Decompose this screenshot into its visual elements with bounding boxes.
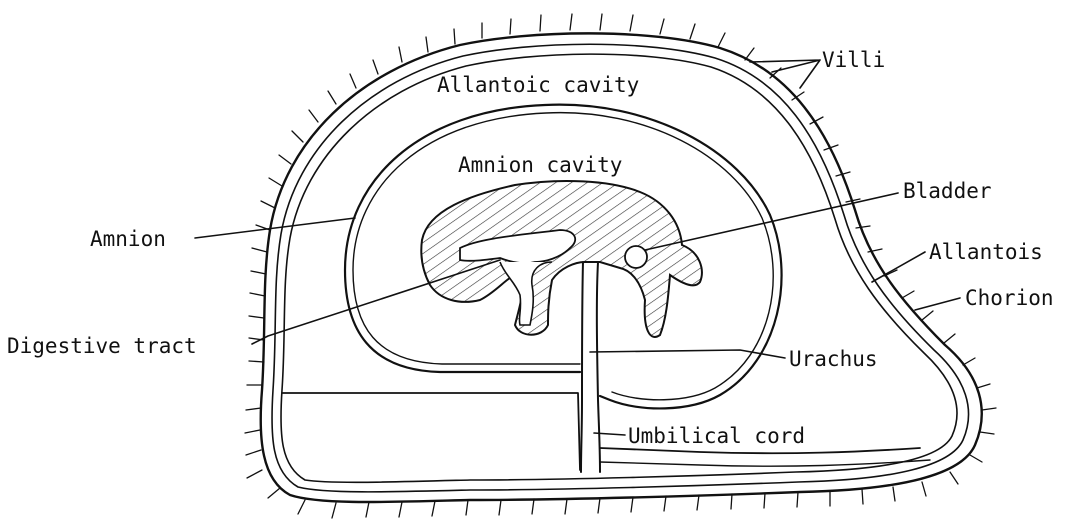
- label-urachus: Urachus: [789, 347, 878, 371]
- amnion-leader: [195, 218, 355, 238]
- urachus-stalk: [597, 262, 600, 472]
- allantoic-septum-right: [600, 448, 920, 453]
- label-digestive-tract: Digestive tract: [7, 334, 197, 358]
- label-villi: Villi: [822, 48, 885, 72]
- allantoic-septum: [282, 393, 580, 470]
- label-amnion-cavity: Amnion cavity: [458, 153, 622, 177]
- urachus-leader: [590, 350, 785, 358]
- label-chorion: Chorion: [965, 286, 1054, 310]
- label-allantoic-cavity: Allantoic cavity: [437, 73, 639, 97]
- label-umbilical-cord: Umbilical cord: [628, 424, 805, 448]
- bladder-shape: [625, 246, 647, 268]
- urachus-stalk-inner: [581, 262, 583, 472]
- label-bladder: Bladder: [903, 179, 992, 203]
- bladder-leader: [645, 193, 898, 250]
- villi-leader: [750, 60, 820, 88]
- label-allantois: Allantois: [929, 240, 1043, 264]
- chorion-leader: [915, 298, 960, 310]
- label-amnion: Amnion: [90, 227, 166, 251]
